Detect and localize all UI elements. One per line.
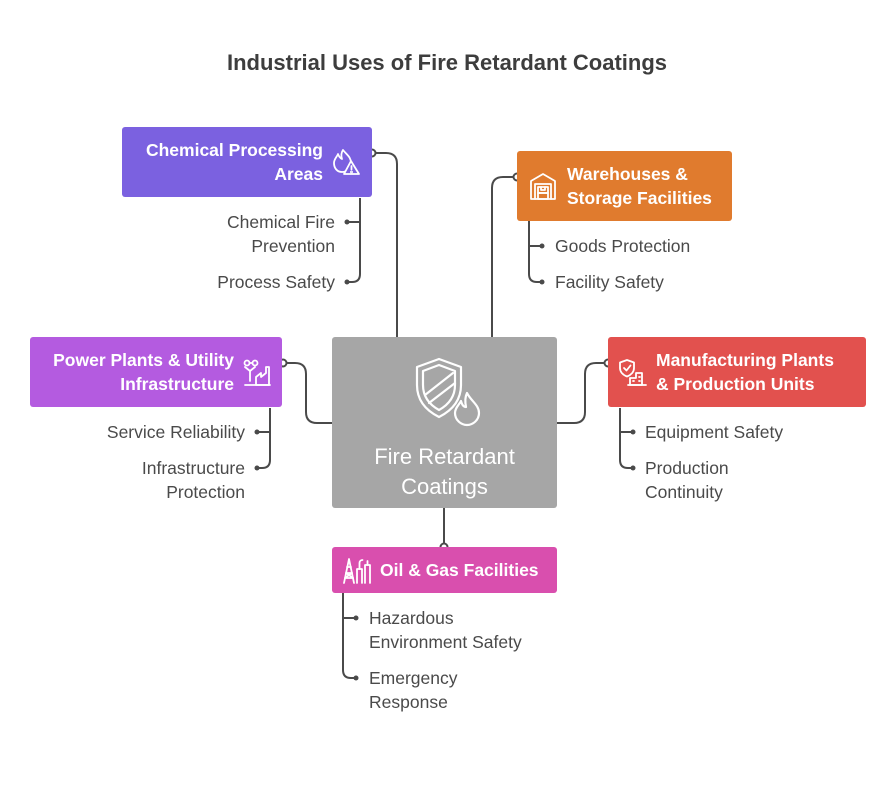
node-manufacturing-line1: Manufacturing Plants <box>656 350 834 370</box>
bracket-oilgas <box>342 593 356 679</box>
item-equipment-safety: Equipment Safety <box>645 422 784 442</box>
node-oil-gas: Oil & Gas Facilities <box>332 547 557 593</box>
bracket-power <box>257 408 271 469</box>
center-node: Fire Retardant Coatings <box>332 337 557 508</box>
power-plant-icon <box>242 357 272 387</box>
factory-shield-icon <box>618 357 648 387</box>
node-warehouses-line2: Storage Facilities <box>567 188 712 208</box>
bracket-manufacturing <box>619 408 633 469</box>
node-power-plants: Power Plants & Utility Infrastructure <box>30 337 282 407</box>
item-service-reliability: Service Reliability <box>106 422 245 442</box>
item-process-safety: Process Safety <box>217 272 335 292</box>
node-power-line1: Power Plants & Utility <box>53 350 234 370</box>
diagram-title: Industrial Uses of Fire Retardant Coatin… <box>226 50 668 75</box>
oil-rig-icon <box>342 555 372 585</box>
node-warehouses: Warehouses & Storage Facilities <box>517 151 732 221</box>
node-warehouses-line1: Warehouses & <box>567 164 688 184</box>
connector-chemical <box>372 152 398 337</box>
node-chemical-line2: Areas <box>274 164 323 184</box>
item-infrastructure-protection: Infrastructure Protection <box>141 458 245 502</box>
node-manufacturing-line2: & Production Units <box>656 374 815 394</box>
center-label: Fire Retardant Coatings <box>374 442 515 502</box>
connector-power <box>283 362 332 424</box>
item-emergency-response: Emergency Response <box>369 668 458 712</box>
center-label-line1: Fire Retardant <box>374 444 515 469</box>
bracket-warehouse <box>528 221 542 283</box>
item-hazardous-environment-safety: Hazardous Environment Safety <box>369 608 522 652</box>
connector-warehouse <box>491 176 517 337</box>
node-chemical-processing: Chemical Processing Areas <box>122 127 372 197</box>
connector-manufacturing <box>557 362 608 424</box>
item-production-continuity: Production Continuity <box>645 458 729 502</box>
node-oil-gas-line1: Oil & Gas Facilities <box>380 560 539 580</box>
node-power-line2: Infrastructure <box>120 374 234 394</box>
shield-flame-icon <box>409 355 481 432</box>
item-facility-safety: Facility Safety <box>555 272 664 292</box>
center-label-line2: Coatings <box>401 474 488 499</box>
warehouse-icon <box>529 171 557 201</box>
node-manufacturing: Manufacturing Plants & Production Units <box>608 337 866 407</box>
item-goods-protection: Goods Protection <box>555 236 691 256</box>
chemical-fire-icon <box>331 147 361 177</box>
item-chemical-fire-prevention: Chemical Fire Prevention <box>227 212 335 256</box>
bracket-chemical <box>347 198 361 283</box>
node-chemical-line1: Chemical Processing <box>145 140 323 160</box>
